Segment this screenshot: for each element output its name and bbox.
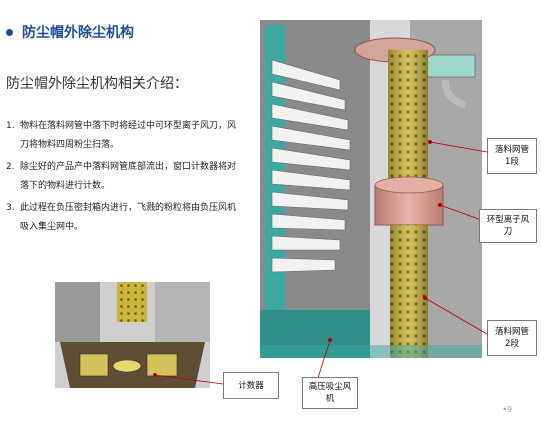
intro-subtitle: 防尘帽外除尘机构相关介绍： bbox=[6, 76, 188, 92]
callout-tube-1: 落料网管 1段 bbox=[487, 138, 537, 174]
cad-main-image bbox=[260, 20, 482, 358]
callout-ion-ring: 环型离子风 刀 bbox=[479, 209, 537, 243]
title-bullet bbox=[6, 28, 13, 36]
page-title: 防尘帽外除尘机构 bbox=[22, 25, 134, 41]
title-row: 防尘帽外除尘机构 bbox=[6, 22, 134, 42]
description-list: 1.物料在落料网管中落下时将经过中可环型离子风刀，风刀将物料四周粉尘扫落。 2.… bbox=[6, 117, 238, 240]
list-item-text: 此过程在负压密封箱内进行，飞溅的粉粒将由负压风机吸入集尘网中。 bbox=[20, 203, 237, 232]
callout-counter: 计数器 bbox=[223, 372, 279, 399]
page-number: •9 bbox=[502, 405, 512, 414]
list-item-text: 除尘好的产品产中落料网管底部流出，窗口计数器将对落下的物料进行计数。 bbox=[20, 162, 237, 191]
list-item: 1.物料在落料网管中落下时将经过中可环型离子风刀，风刀将物料四周粉尘扫落。 bbox=[6, 117, 238, 155]
list-item: 2.除尘好的产品产中落料网管底部流出，窗口计数器将对落下的物料进行计数。 bbox=[6, 158, 238, 196]
list-item-text: 物料在落料网管中落下时将经过中可环型离子风刀，风刀将物料四周粉尘扫落。 bbox=[20, 121, 237, 150]
list-item: 3.此过程在负压密封箱内进行，飞溅的粉粒将由负压风机吸入集尘网中。 bbox=[6, 199, 238, 237]
callout-tube-2: 落料网管 2段 bbox=[487, 320, 537, 356]
callout-fan: 高压吸尘风 机 bbox=[302, 377, 358, 409]
